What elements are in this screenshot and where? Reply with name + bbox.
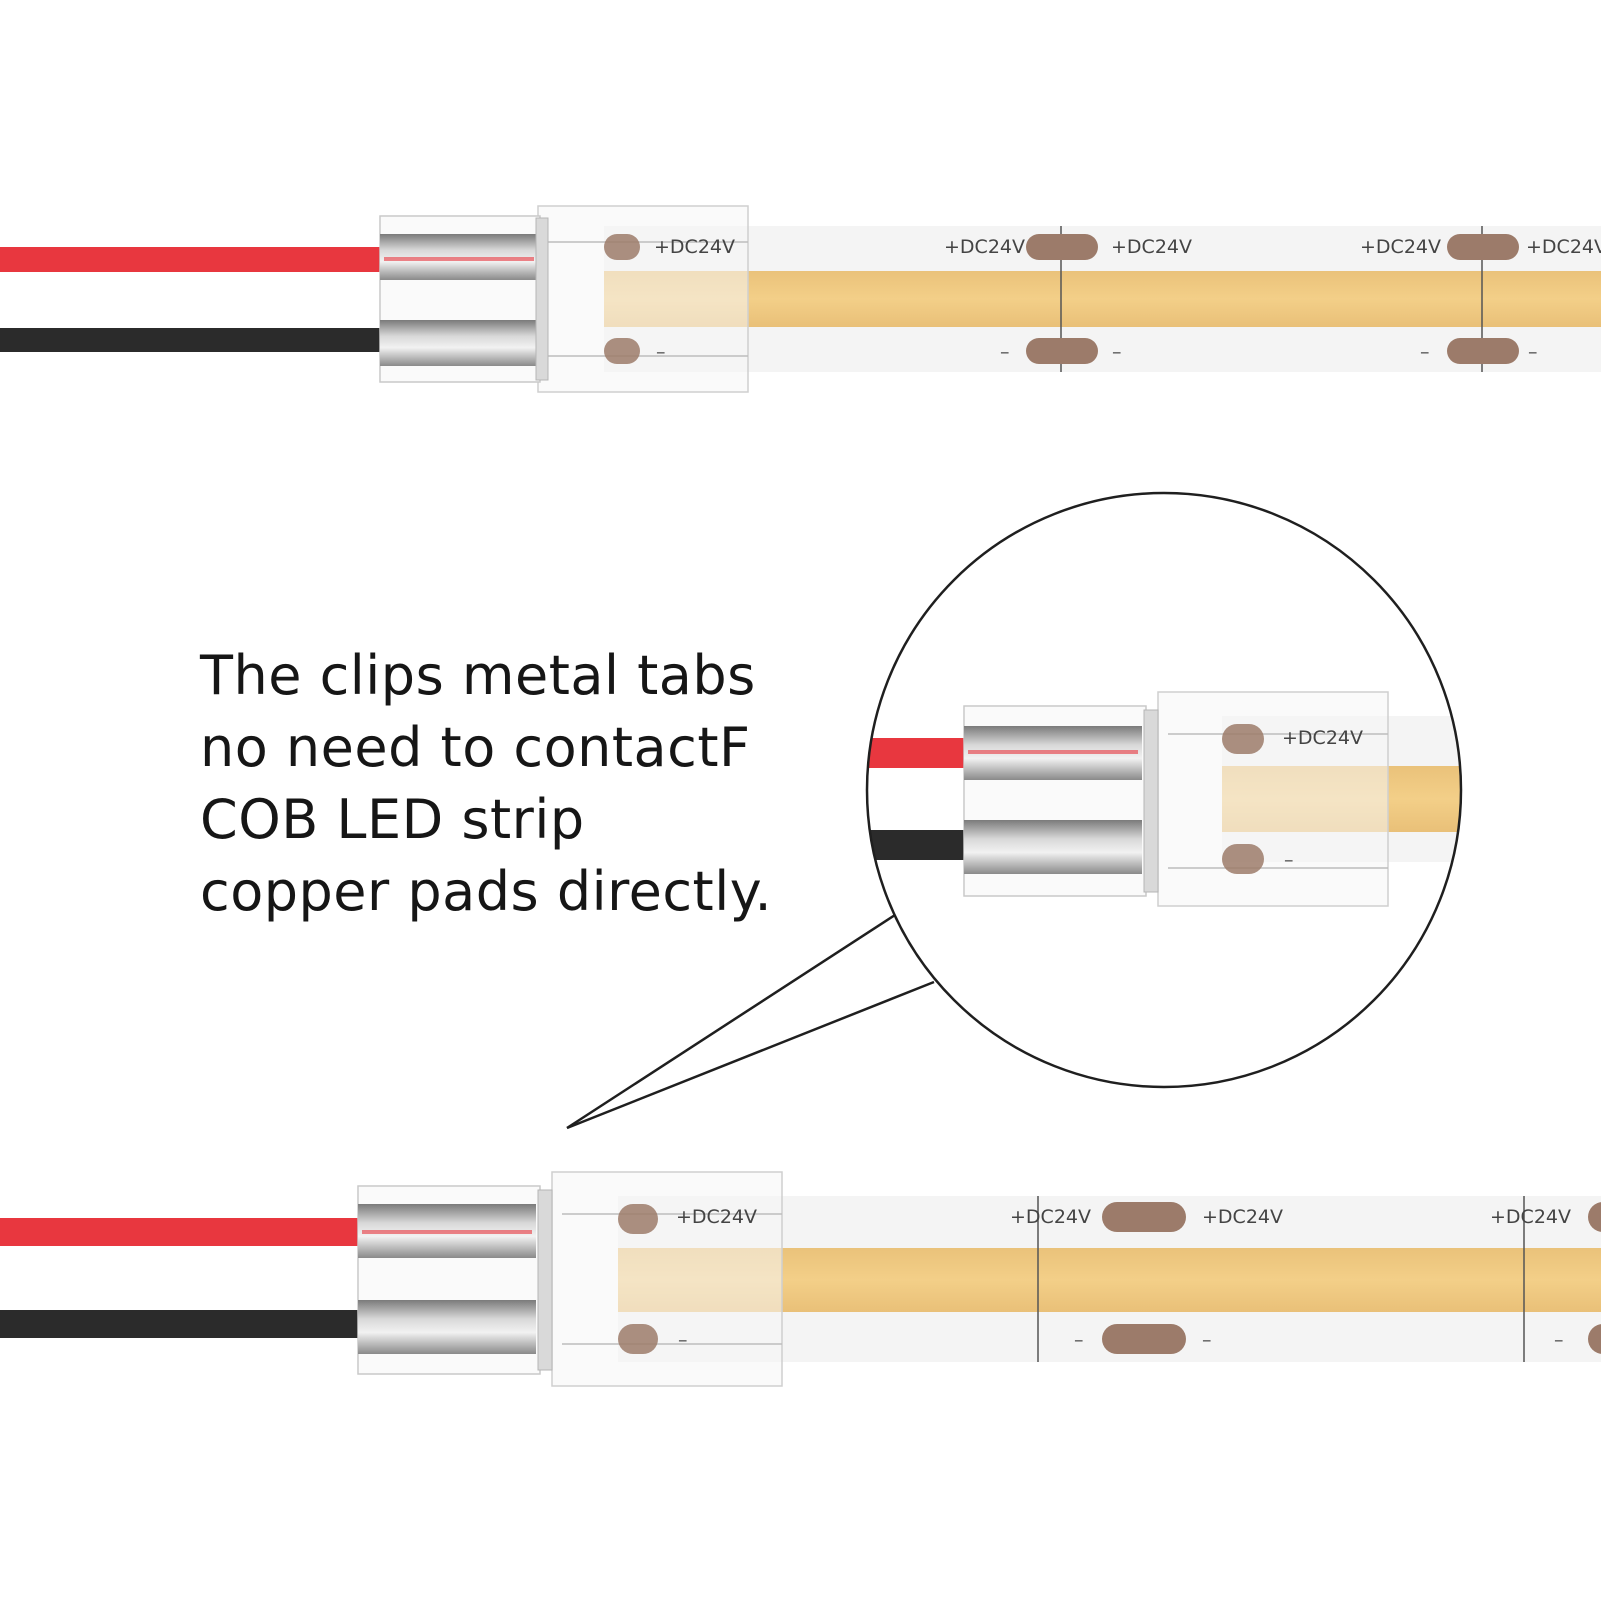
top-label-positive: +DC24V (1526, 236, 1601, 258)
top-label-negative: – (1528, 341, 1538, 363)
zoom-black-wire (867, 830, 966, 860)
top-label-positive: +DC24V (944, 236, 1025, 258)
bottom-black-wire (0, 1310, 360, 1338)
caption-line: The clips metal tabs (200, 644, 756, 707)
top-copper-pad (1026, 234, 1098, 260)
bottom-connector-assembly: +DC24V +DC24V +DC24V – – – +DC24V – (0, 1171, 1601, 1387)
caption-line: no need to contactF (200, 716, 751, 779)
top-label-negative: – (656, 341, 666, 363)
magnifier-callout: +DC24V – (566, 491, 1463, 1130)
magnifier-circle-outline (865, 491, 1463, 1089)
caption-line: COB LED strip (200, 788, 585, 851)
bottom-label-negative: – (1202, 1329, 1212, 1351)
bottom-label-positive: +DC24V (1490, 1206, 1571, 1228)
top-red-wire (0, 247, 382, 272)
bottom-copper-pad (1588, 1324, 1601, 1354)
top-connector-assembly: +DC24V +DC24V +DC24V +DC24V – – – – +DC2… (0, 205, 1601, 393)
top-label-negative: – (1000, 341, 1010, 363)
bottom-copper-pad (1102, 1324, 1186, 1354)
zoom-label-positive: +DC24V (1282, 727, 1363, 749)
callout-line (566, 913, 896, 1130)
top-label-positive: +DC24V (1111, 236, 1192, 258)
callout-line (566, 980, 935, 1130)
top-led-band (604, 271, 1601, 327)
caption-line: copper pads directly. (200, 860, 773, 923)
bottom-label-negative: – (1554, 1329, 1564, 1351)
bottom-label-negative: – (678, 1329, 688, 1351)
bottom-clear-sleeve (551, 1171, 783, 1387)
zoom-clear-sleeve (1157, 691, 1389, 907)
top-copper-pad (1026, 338, 1098, 364)
top-clear-sleeve (537, 205, 749, 393)
top-copper-pad (1447, 234, 1519, 260)
bottom-label-negative: – (1074, 1329, 1084, 1351)
zoom-label-negative: – (1284, 849, 1294, 871)
top-label-negative: – (1420, 341, 1430, 363)
top-black-wire (0, 328, 382, 352)
top-label-positive: +DC24V (1360, 236, 1441, 258)
bottom-label-positive: +DC24V (676, 1206, 757, 1228)
bottom-label-positive: +DC24V (1202, 1206, 1283, 1228)
top-label-positive: +DC24V (654, 236, 735, 258)
top-copper-pad (1447, 338, 1519, 364)
top-label-negative: – (1112, 341, 1122, 363)
caption-text: The clips metal tabs no need to contactF… (200, 640, 840, 928)
bottom-copper-pad (1588, 1202, 1601, 1232)
bottom-copper-pad (1102, 1202, 1186, 1232)
bottom-label-positive: +DC24V (1010, 1206, 1091, 1228)
bottom-red-wire (0, 1218, 360, 1246)
zoom-red-wire (867, 738, 966, 768)
